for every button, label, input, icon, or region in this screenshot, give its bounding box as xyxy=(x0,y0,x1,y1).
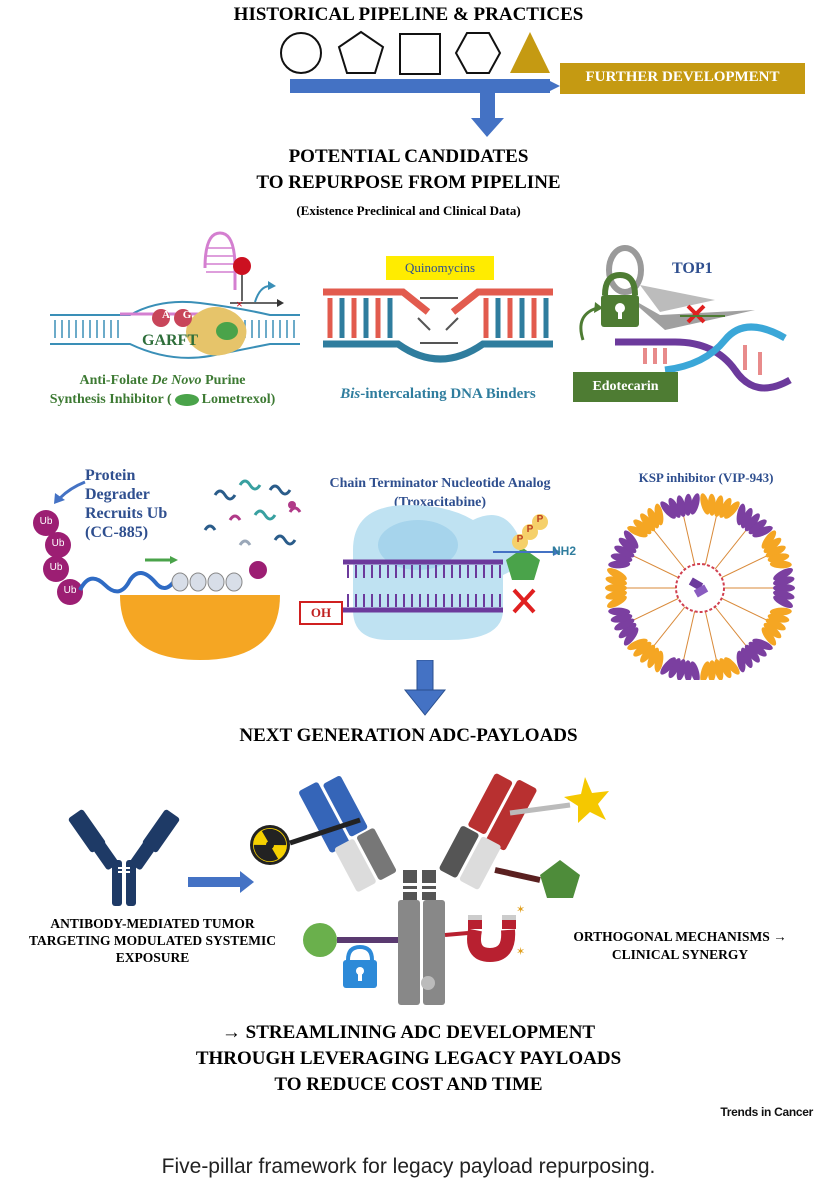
antibody-right-arrow xyxy=(188,871,254,893)
orthogonal-mechanisms-text: ORTHOGONAL MECHANISMS → CLINICAL SYNERGY xyxy=(545,928,815,964)
base-g-label: G xyxy=(182,309,192,321)
pipeline-title: HISTORICAL PIPELINE & PRACTICES xyxy=(233,4,584,25)
pipeline-arrow-shaft xyxy=(290,79,550,93)
ub-label-2: Ub xyxy=(51,538,65,549)
figure-caption: Five-pillar framework for legacy payload… xyxy=(161,1155,656,1178)
phosphate-label-3: P xyxy=(536,514,544,525)
ksp-petal xyxy=(700,657,740,680)
down-arrow-shaft xyxy=(480,92,495,120)
antifolate-cap-em: De Novo xyxy=(151,373,202,388)
hexagon-shape xyxy=(454,32,502,74)
ub-label-1: Ub xyxy=(39,516,53,527)
antifolate-cap-pre: Anti-Folate xyxy=(79,373,152,388)
chain-terminator-illustration xyxy=(299,505,561,640)
svg-text:✶: ✶ xyxy=(516,946,525,958)
ksp-petal xyxy=(605,567,627,609)
ksp-label: KSP inhibitor (VIP-943) xyxy=(638,470,774,485)
conclusion-line1: → STREAMLINING ADC DEVELOPMENT xyxy=(221,1022,596,1043)
ksp-petal xyxy=(660,657,700,680)
bis-em: Bis xyxy=(340,386,361,402)
pipeline-arrow-head xyxy=(548,80,560,92)
antifolate-cap2-pre: Synthesis Inhibitor ( xyxy=(49,392,172,407)
lometrexol-legend-icon xyxy=(174,393,199,406)
antifolate-caption-line2: Synthesis Inhibitor ( Lometrexol) xyxy=(30,390,295,409)
candidates-line2: TO REPURPOSE FROM PIPELINE xyxy=(256,172,561,193)
top1-label: TOP1 xyxy=(672,260,713,277)
ksp-petal xyxy=(761,607,792,646)
triangle-shape xyxy=(510,32,550,73)
garft-label: GARFT xyxy=(142,332,198,349)
ksp-petal xyxy=(608,530,639,569)
degrader-line1: Protein xyxy=(85,467,136,484)
antifolate-caption: Anti-Folate De Novo Purine Synthesis Inh… xyxy=(30,371,295,409)
quinomycins-label: Quinomycins xyxy=(404,260,476,275)
conclusion-text: → STREAMLINING ADC DEVELOPMENT THROUGH L… xyxy=(0,1020,817,1098)
bisintercalating-illustration xyxy=(323,256,553,363)
orthogonal-line1: ORTHOGONAL MECHANISMS → xyxy=(573,929,787,944)
ksp-petal xyxy=(627,503,664,538)
phosphate-label-2: P xyxy=(526,524,534,535)
conclusion-line2: THROUGH LEVERAGING LEGACY PAYLOADS xyxy=(195,1048,622,1069)
antibody-text-line1: ANTIBODY-MEDIATED TUMOR xyxy=(50,916,255,931)
antifolate-illustration: × xyxy=(50,231,300,359)
edotecarin-label: Edotecarin xyxy=(592,379,659,394)
square-shape xyxy=(399,33,441,75)
degrader-line4: (CC-885) xyxy=(85,524,149,541)
antibody-icon xyxy=(68,809,180,906)
ksp-petal xyxy=(608,607,639,646)
svg-text:×: × xyxy=(236,297,243,311)
ksp-petal xyxy=(736,638,773,673)
circle-shape xyxy=(280,32,322,74)
degrader-label: Protein Degrader Recruits Ub (CC-885) xyxy=(85,466,167,542)
antifolate-caption-line1: Anti-Folate De Novo Purine xyxy=(30,371,295,390)
candidates-line1: POTENTIAL CANDIDATES xyxy=(288,146,529,167)
top1-illustration xyxy=(573,245,792,402)
down-arrow-head xyxy=(471,118,504,137)
chain-terminator-line1: Chain Terminator Nucleotide Analog xyxy=(329,476,551,491)
ksp-petal xyxy=(660,493,700,519)
antibody-text-line2: TARGETING MODULATED SYSTEMIC xyxy=(28,933,277,948)
ksp-illustration xyxy=(605,493,795,680)
oh-label: OH xyxy=(310,605,332,620)
nh2-label: NH2 xyxy=(552,544,577,558)
ub-label-3: Ub xyxy=(49,562,63,573)
bisintercalating-caption: Bis-intercalating DNA Binders xyxy=(318,386,558,403)
next-gen-down-arrow xyxy=(403,660,447,716)
degrader-line2: Degrader xyxy=(85,486,150,503)
ksp-petal xyxy=(761,530,792,569)
degrader-illustration xyxy=(33,479,302,660)
source-attribution: Trends in Cancer xyxy=(720,1105,813,1119)
ksp-petal xyxy=(773,567,795,609)
degrader-line3: Recruits Ub xyxy=(85,505,168,522)
ksp-petal xyxy=(627,638,664,673)
next-gen-title: NEXT GENERATION ADC-PAYLOADS xyxy=(239,725,578,746)
base-a-label: A xyxy=(162,309,170,321)
pentagon-shape xyxy=(337,30,385,74)
orthogonal-line2: CLINICAL SYNERGY xyxy=(611,947,749,962)
pipeline-diagram xyxy=(280,30,805,137)
conclusion-line3: TO REDUCE COST AND TIME xyxy=(274,1074,543,1095)
antifolate-cap-post: Purine xyxy=(201,373,246,388)
phosphate-label-1: P xyxy=(516,534,524,545)
adc-illustration: ✶ ✶ xyxy=(250,773,609,1005)
ksp-petal xyxy=(700,493,740,519)
svg-text:✶: ✶ xyxy=(516,904,525,916)
antibody-text-line3: EXPOSURE xyxy=(115,950,190,965)
antifolate-cap2-post: Lometrexol) xyxy=(201,392,276,407)
antibody-targeting-text: ANTIBODY-MEDIATED TUMOR TARGETING MODULA… xyxy=(10,915,295,966)
ksp-petal xyxy=(736,503,773,538)
candidates-heading: POTENTIAL CANDIDATES TO REPURPOSE FROM P… xyxy=(0,144,817,196)
further-development-box xyxy=(560,63,805,94)
candidates-note: (Existence Preclinical and Clinical Data… xyxy=(296,203,521,218)
further-development-label: FURTHER DEVELOPMENT xyxy=(585,69,780,85)
ub-label-4: Ub xyxy=(63,585,77,596)
bis-rest: -intercalating DNA Binders xyxy=(360,386,536,402)
